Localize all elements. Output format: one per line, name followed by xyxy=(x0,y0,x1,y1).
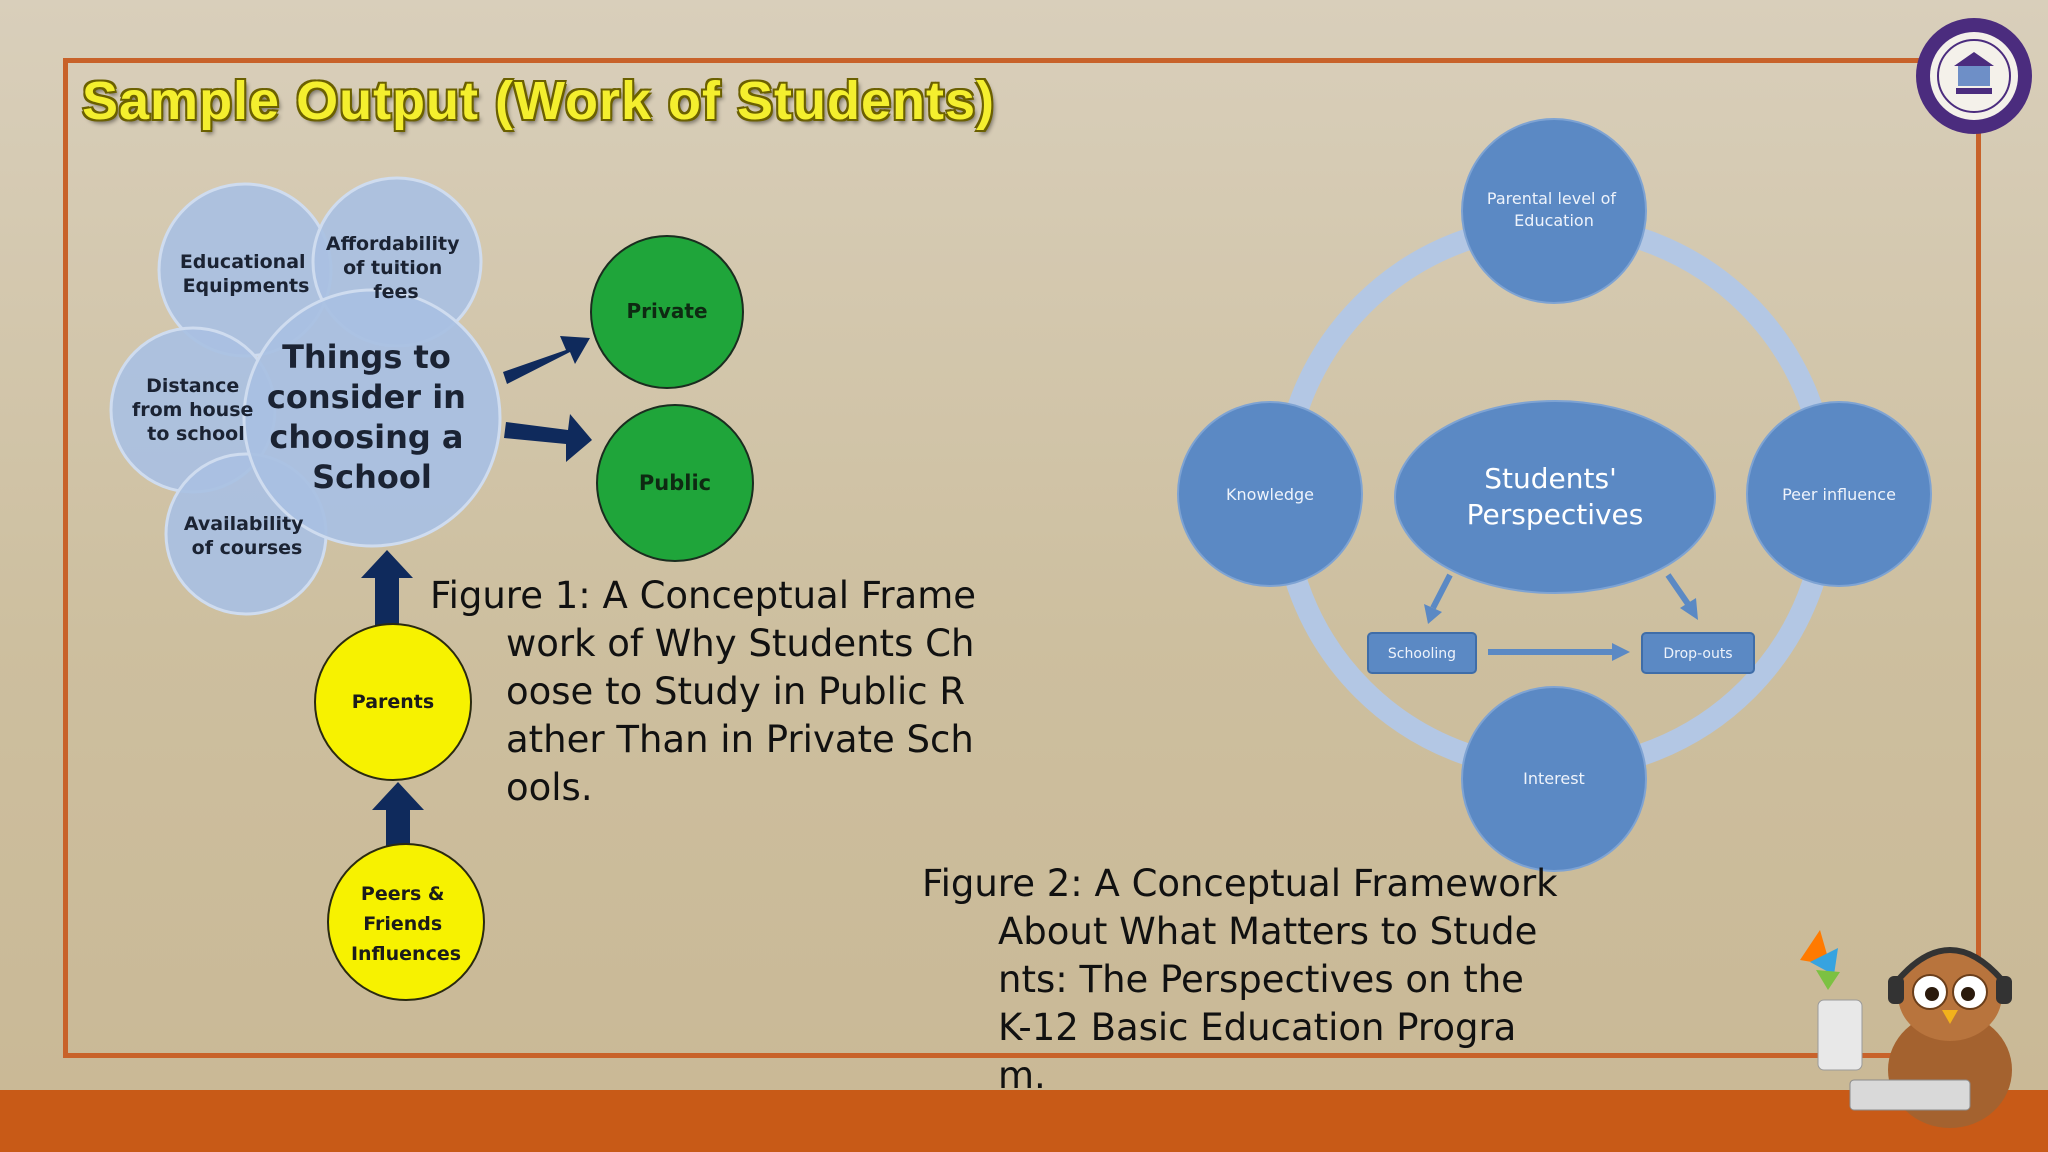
knowledge-label: Knowledge xyxy=(1226,485,1314,504)
peers-label: Peers & Friends Influences xyxy=(351,883,461,965)
figure1-caption: Figure 1: A Conceptual Frame work of Why… xyxy=(430,574,977,809)
label-center: Things to consider in choosing a School xyxy=(267,338,477,496)
slide-title: Sample Output (Work of Students) xyxy=(82,71,995,131)
figure2-caption: Figure 2: A Conceptual Framework About W… xyxy=(922,862,1558,1097)
schooling-label: Schooling xyxy=(1388,646,1456,662)
schooling-box xyxy=(1367,632,1477,674)
label-distance: Distance from house to school xyxy=(132,375,260,445)
public-node xyxy=(596,404,754,562)
peer-influence-label: Peer influence xyxy=(1782,485,1896,504)
label-availability: Availability of courses xyxy=(184,513,310,559)
dropouts-box xyxy=(1641,632,1755,674)
arrow-center-to-dropouts xyxy=(1665,573,1698,620)
parental-node xyxy=(1461,118,1647,304)
owl-mascot-illustration xyxy=(1790,920,2020,1130)
label-affordability: Affordability of tuition fees xyxy=(326,233,466,303)
parental-label: Parental level of Education xyxy=(1487,189,1621,230)
peer-influence-node xyxy=(1746,401,1932,587)
school-seal-logo xyxy=(1912,14,2036,138)
center-label: Students' Perspectives xyxy=(1467,462,1644,531)
label-educational-equipments: Educational Equipments xyxy=(180,251,312,297)
private-label: Private xyxy=(626,299,707,323)
arrow-parents-to-center xyxy=(361,550,413,632)
interest-node xyxy=(1461,686,1647,872)
arrow-to-public xyxy=(504,414,592,462)
bottom-bar xyxy=(0,1090,2048,1152)
public-label: Public xyxy=(639,471,711,495)
arrow-schooling-to-dropouts xyxy=(1488,643,1630,661)
peers-node xyxy=(327,843,485,1001)
arrow-to-private xyxy=(503,336,590,384)
bubble-center xyxy=(242,288,502,548)
interest-label: Interest xyxy=(1523,769,1585,788)
parents-label: Parents xyxy=(352,691,434,713)
private-node xyxy=(590,235,744,389)
parents-node xyxy=(314,623,472,781)
knowledge-node xyxy=(1177,401,1363,587)
arrow-center-to-schooling xyxy=(1424,573,1453,624)
slide-frame xyxy=(63,58,1981,1058)
center-node xyxy=(1394,400,1716,594)
dropouts-label: Drop-outs xyxy=(1663,646,1732,662)
arrow-peers-to-parents xyxy=(372,782,424,858)
